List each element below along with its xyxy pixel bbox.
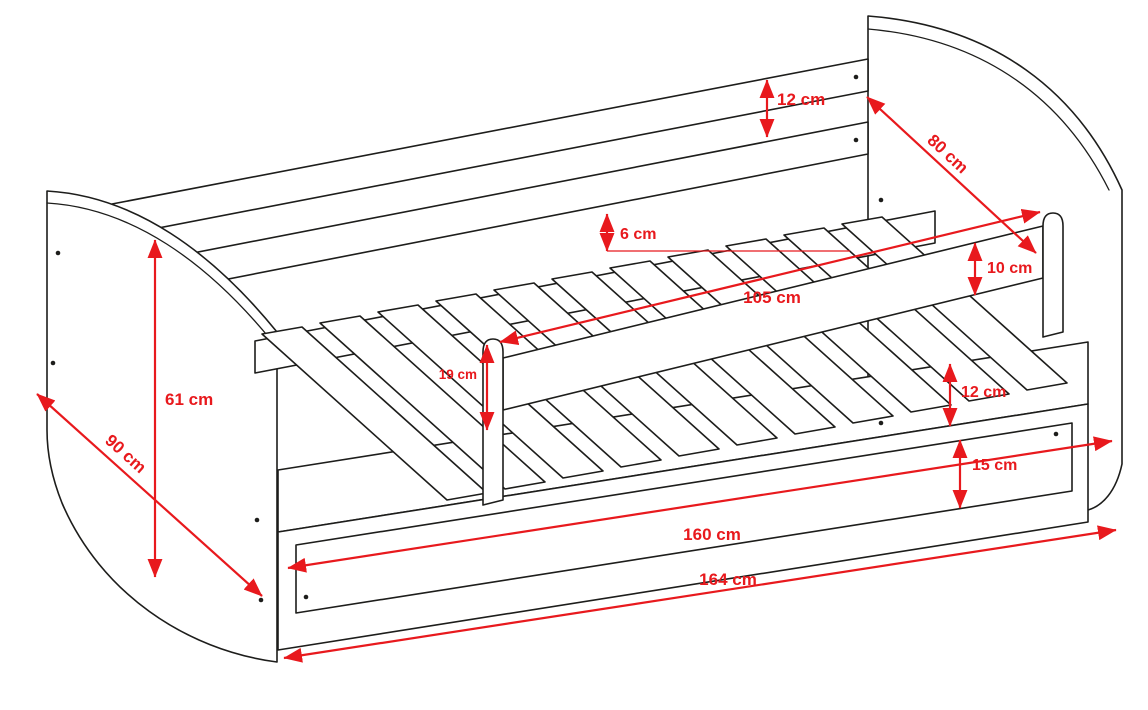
dimension-arrow <box>36 393 263 597</box>
dimension-label: 160 cm <box>683 525 741 544</box>
dimension-arrow <box>499 208 1041 346</box>
screw-dot <box>853 137 859 143</box>
dimension-label: 105 cm <box>743 288 801 307</box>
dimension-label: 12 cm <box>961 384 1006 401</box>
screw-dot <box>254 517 260 523</box>
dimension-label: 61 cm <box>165 390 213 409</box>
screw-dot <box>55 250 61 256</box>
dimension-outer-length: 164 cm <box>283 525 1117 663</box>
footboard-edge-line <box>46 202 272 341</box>
dimension-side-rail-width: 12 cm <box>942 363 1006 427</box>
screw-dot <box>1053 431 1059 437</box>
dimension-label: 164 cm <box>699 570 757 589</box>
screw-dot <box>878 197 884 203</box>
screw-dot <box>258 597 264 603</box>
dimension-back-rail-width: 12 cm <box>759 79 825 138</box>
screw-dot <box>878 420 884 426</box>
dimension-arrow <box>283 525 1117 663</box>
headboard-edge-line <box>867 28 1110 191</box>
dimension-guard-rail-length: 105 cm <box>499 208 1041 346</box>
screw-dot <box>303 594 309 600</box>
dimension-label: 10 cm <box>987 260 1032 277</box>
guard-post-right <box>1042 212 1064 338</box>
dimension-guard-post-height: 19 cm <box>439 344 495 431</box>
bed-drawing <box>46 15 1123 663</box>
dimension-label: 19 cm <box>439 367 477 382</box>
screw-dot <box>853 74 859 80</box>
dimension-label: 12 cm <box>777 90 825 109</box>
screw-dot <box>50 360 56 366</box>
dimension-label: 6 cm <box>620 226 656 243</box>
